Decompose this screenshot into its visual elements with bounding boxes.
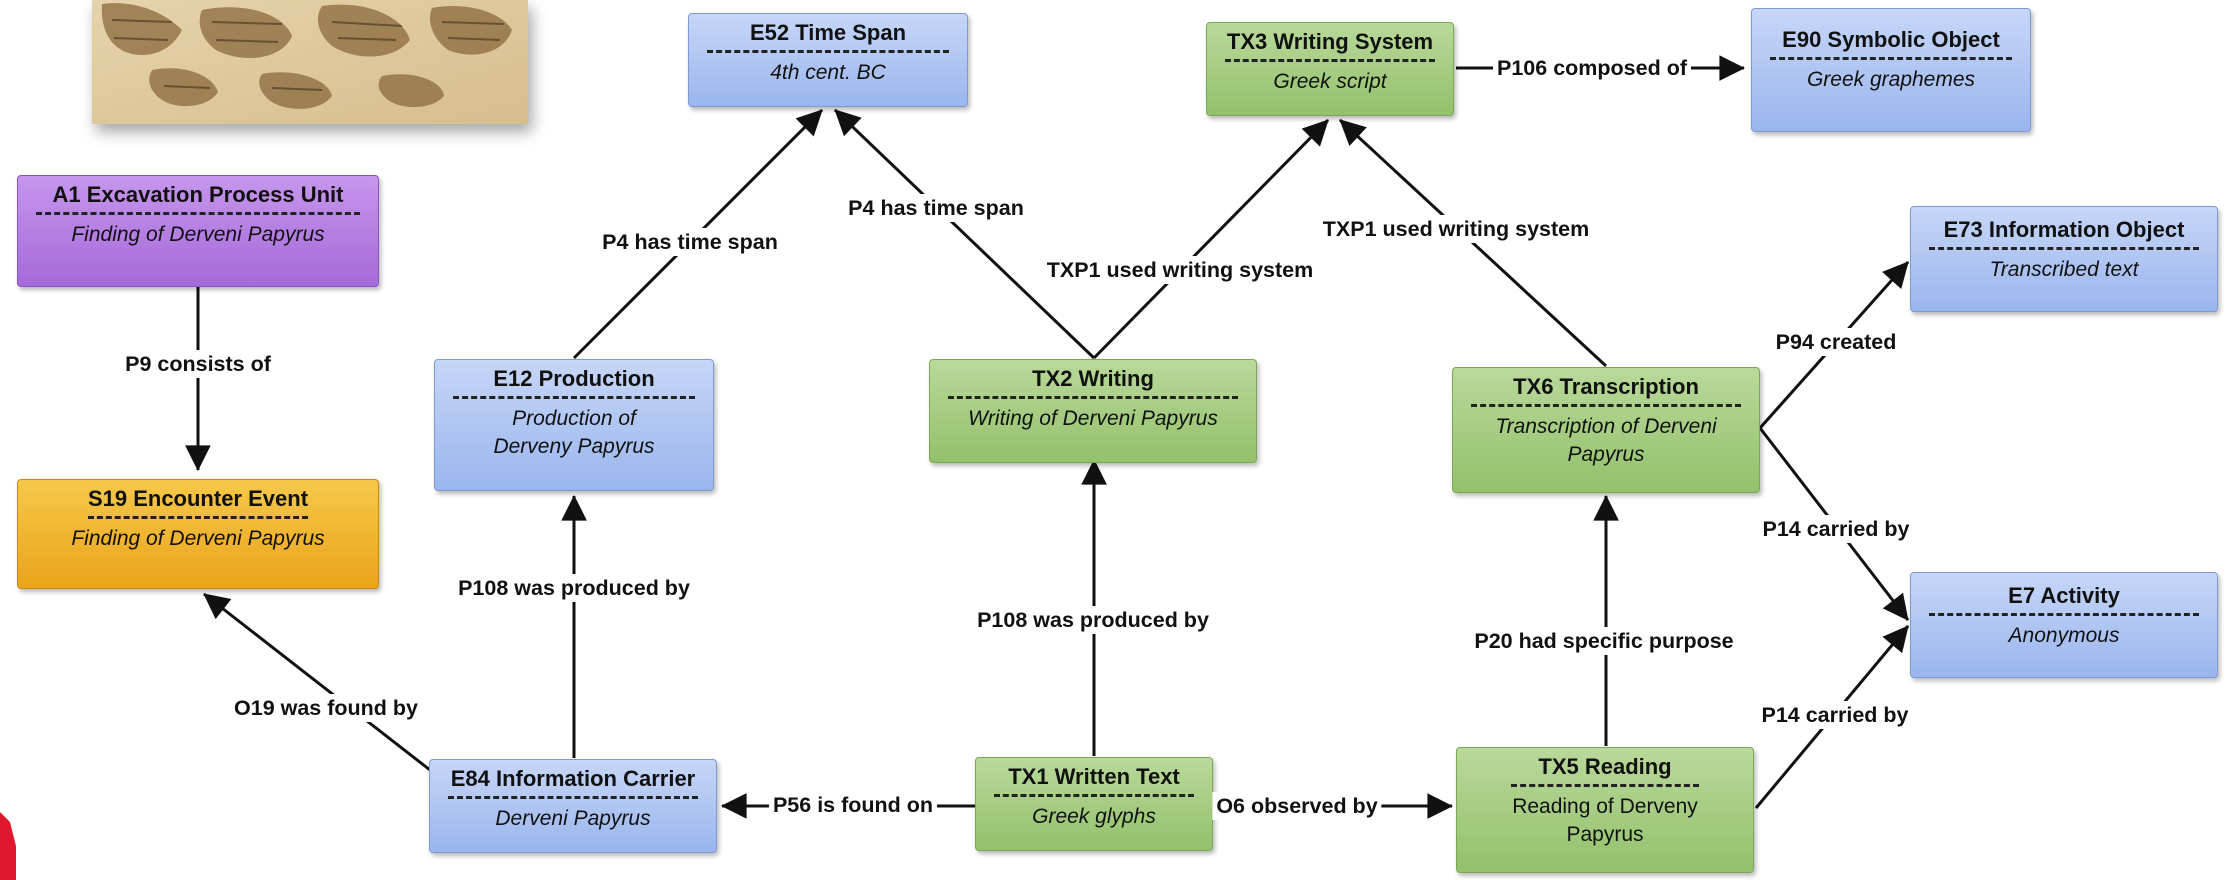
node-value: Greek glyphs	[1032, 805, 1156, 828]
node-value: Production of Derveny Papyrus	[493, 407, 655, 458]
divider	[994, 794, 1194, 797]
edge-label-p94: P94 created	[1771, 328, 1901, 356]
node-value: Transcribed text	[1989, 258, 2139, 281]
edge-label-p108-tx1: P108 was produced by	[973, 606, 1213, 634]
node-e73-information-object[interactable]: E73 Information Object Transcribed text	[1910, 206, 2218, 312]
edge-label-p14-tx5: P14 carried by	[1757, 701, 1913, 729]
divider	[453, 396, 695, 399]
node-value: Reading of Derveny Papyrus	[1512, 795, 1698, 846]
node-title: A1 Excavation Process Unit	[52, 182, 344, 207]
edge-label-p4-e12: P4 has time span	[598, 228, 782, 256]
divider	[707, 50, 949, 53]
node-a1-excavation-process-unit[interactable]: A1 Excavation Process Unit Finding of De…	[17, 175, 379, 287]
edge-label-p20: P20 had specific purpose	[1470, 627, 1738, 655]
node-s19-encounter-event[interactable]: S19 Encounter Event Finding of Derveni P…	[17, 479, 379, 589]
papyrus-photo	[92, 0, 528, 124]
edge-label-p108-e12: P108 was produced by	[454, 574, 694, 602]
node-tx6-transcription[interactable]: TX6 Transcription Transcription of Derve…	[1452, 367, 1760, 493]
edge-label-p4-tx2: P4 has time span	[844, 194, 1028, 222]
corner-logo-mark	[0, 812, 16, 880]
node-title: TX2 Writing	[1032, 366, 1154, 391]
edge-label-o19: O19 was found by	[230, 694, 422, 722]
node-title: E90 Symbolic Object	[1782, 27, 2000, 52]
edge-txp1-tx6	[1338, 118, 1608, 368]
node-e84-information-carrier[interactable]: E84 Information Carrier Derveni Papyrus	[429, 759, 717, 853]
node-tx2-writing[interactable]: TX2 Writing Writing of Derveni Papyrus	[929, 359, 1257, 463]
edge-o19	[203, 592, 431, 772]
edge-label-p56: P56 is found on	[768, 791, 938, 819]
divider	[1929, 247, 2199, 250]
divider	[36, 212, 360, 215]
divider	[88, 516, 308, 519]
node-tx1-written-text[interactable]: TX1 Written Text Greek glyphs	[975, 757, 1213, 851]
node-value: Finding of Derveni Papyrus	[71, 223, 325, 246]
node-tx3-writing-system[interactable]: TX3 Writing System Greek script	[1206, 22, 1454, 116]
node-e90-symbolic-object[interactable]: E90 Symbolic Object Greek graphemes	[1751, 8, 2031, 132]
divider	[1471, 404, 1741, 407]
node-value: Greek graphemes	[1806, 68, 1976, 91]
node-value: 4th cent. BC	[770, 61, 886, 84]
node-title: S19 Encounter Event	[87, 486, 309, 511]
node-title: TX3 Writing System	[1226, 29, 1434, 54]
node-title: E12 Production	[493, 366, 655, 391]
node-title: E52 Time Span	[749, 20, 907, 45]
edge-p4-tx2	[833, 108, 1096, 360]
edge-label-o6: O6 observed by	[1212, 792, 1382, 820]
node-title: E84 Information Carrier	[450, 766, 696, 791]
node-title: TX1 Written Text	[1008, 764, 1180, 789]
node-value: Writing of Derveni Papyrus	[968, 407, 1218, 430]
edge-label-p14-tx6: P14 carried by	[1758, 515, 1914, 543]
node-tx5-reading[interactable]: TX5 Reading Reading of Derveny Papyrus	[1456, 747, 1754, 873]
node-value: Derveni Papyrus	[495, 807, 651, 830]
node-value: Transcription of Derveni Papyrus	[1495, 415, 1717, 466]
node-title: TX6 Transcription	[1513, 374, 1699, 399]
edge-label-p106: P106 composed of	[1493, 54, 1691, 82]
divider	[1770, 57, 2012, 60]
edge-label-p9: P9 consists of	[121, 350, 275, 378]
edge-txp1-tx2	[1092, 118, 1330, 360]
node-title: E7 Activity	[2008, 583, 2120, 608]
node-e7-activity[interactable]: E7 Activity Anonymous	[1910, 572, 2218, 678]
node-e52-time-span[interactable]: E52 Time Span 4th cent. BC	[688, 13, 968, 107]
divider	[448, 796, 698, 799]
edge-label-txp1-tx2: TXP1 used writing system	[1042, 256, 1318, 284]
edge-label-txp1-tx6: TXP1 used writing system	[1318, 215, 1594, 243]
divider	[1225, 59, 1435, 62]
divider	[948, 396, 1238, 399]
node-value: Anonymous	[2008, 624, 2120, 647]
node-e12-production[interactable]: E12 Production Production of Derveny Pap…	[434, 359, 714, 491]
node-title: E73 Information Object	[1943, 217, 2185, 242]
node-value: Greek script	[1273, 70, 1387, 93]
divider	[1511, 784, 1699, 787]
node-value: Finding of Derveni Papyrus	[71, 527, 325, 550]
node-title: TX5 Reading	[1538, 754, 1672, 779]
divider	[1929, 613, 2199, 616]
